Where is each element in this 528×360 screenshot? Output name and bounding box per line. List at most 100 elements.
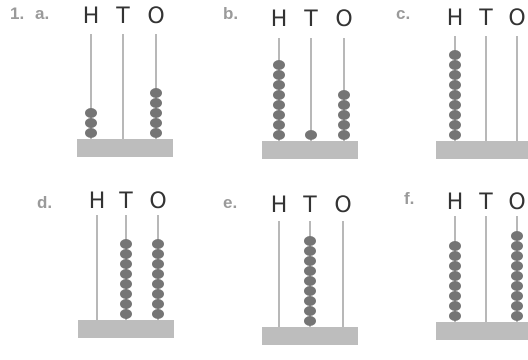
bead — [511, 261, 523, 271]
bead — [150, 128, 162, 138]
bead — [304, 316, 316, 326]
bead — [85, 118, 97, 128]
bead — [120, 309, 132, 319]
bead — [511, 291, 523, 301]
bead — [449, 291, 461, 301]
place-label-o: O — [147, 4, 165, 29]
place-label-h: H — [446, 6, 464, 31]
place-label-h: H — [270, 7, 288, 32]
bead — [273, 130, 285, 140]
bead — [338, 130, 350, 140]
bead — [338, 90, 350, 100]
place-label-t: T — [119, 189, 133, 214]
bead — [511, 241, 523, 251]
bead — [511, 311, 523, 321]
place-label-t: T — [116, 4, 130, 29]
bead — [273, 100, 285, 110]
place-label-o: O — [149, 189, 167, 214]
bead — [150, 88, 162, 98]
bead — [449, 311, 461, 321]
bead — [273, 70, 285, 80]
bead — [120, 249, 132, 259]
bead — [449, 120, 461, 130]
rod-h — [96, 215, 98, 320]
question-number: 1. — [10, 4, 25, 23]
bead — [152, 299, 164, 309]
bead — [304, 266, 316, 276]
bead — [449, 281, 461, 291]
place-label-h: H — [82, 4, 100, 29]
abacus-base — [436, 322, 528, 340]
place-label-o: O — [508, 6, 526, 31]
abacus-letter: a. — [35, 4, 50, 23]
bead — [273, 60, 285, 70]
bead — [120, 279, 132, 289]
rod-o — [516, 36, 518, 141]
place-label-t: T — [303, 193, 317, 218]
place-label-t: T — [479, 6, 493, 31]
bead — [449, 70, 461, 80]
place-label-o: O — [508, 190, 526, 215]
rod-h — [90, 34, 92, 139]
rod-o — [155, 34, 157, 139]
abacus-letter: f. — [404, 189, 415, 208]
bead — [338, 100, 350, 110]
bead — [449, 110, 461, 120]
abacus-base — [78, 320, 174, 338]
place-label-h: H — [88, 189, 106, 214]
bead — [152, 289, 164, 299]
rod-t — [310, 38, 312, 141]
place-label-h: H — [270, 193, 288, 218]
bead — [152, 279, 164, 289]
bead — [449, 301, 461, 311]
abacus-base — [77, 139, 173, 157]
abacus-base — [436, 141, 528, 159]
bead — [304, 286, 316, 296]
rod-o — [343, 38, 345, 141]
bead — [152, 269, 164, 279]
bead — [152, 309, 164, 319]
bead — [273, 80, 285, 90]
abacus-letter: b. — [223, 4, 239, 23]
rod-o — [342, 221, 344, 327]
abacus-letter: d. — [37, 193, 53, 212]
bead — [449, 50, 461, 60]
bead — [120, 239, 132, 249]
bead — [150, 98, 162, 108]
place-label-t: T — [479, 190, 493, 215]
bead — [85, 108, 97, 118]
bead — [152, 249, 164, 259]
bead — [338, 110, 350, 120]
bead — [449, 241, 461, 251]
bead — [152, 259, 164, 269]
bead — [120, 289, 132, 299]
bead — [449, 130, 461, 140]
rod-h — [278, 221, 280, 327]
bead — [449, 90, 461, 100]
bead — [449, 261, 461, 271]
bead — [304, 306, 316, 316]
bead — [305, 130, 317, 140]
bead — [449, 60, 461, 70]
place-label-t: T — [304, 7, 318, 32]
abacus-letter: c. — [396, 4, 411, 23]
bead — [152, 239, 164, 249]
bead — [120, 259, 132, 269]
bead — [511, 301, 523, 311]
abacus-letter: e. — [223, 193, 238, 212]
bead — [304, 276, 316, 286]
bead — [304, 246, 316, 256]
rod-t — [122, 34, 124, 139]
rod-t — [485, 216, 487, 322]
bead — [511, 271, 523, 281]
bead — [120, 269, 132, 279]
abacus-base — [262, 327, 358, 345]
bead — [449, 80, 461, 90]
bead — [511, 281, 523, 291]
